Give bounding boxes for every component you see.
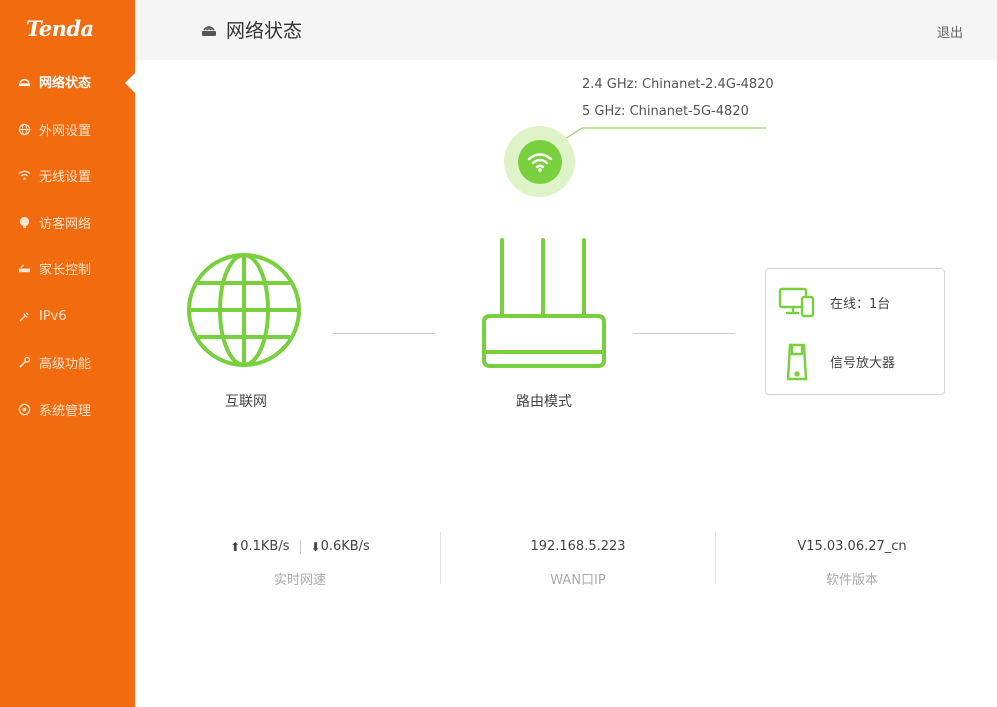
sidebar-item-guest-network[interactable]: 访客网络 [0, 207, 135, 237]
stat-divider [715, 532, 716, 584]
sidebar-item-wan-settings[interactable]: 外网设置 [0, 114, 135, 144]
connected-devices-panel[interactable]: 在线：1台 信号放大器 [765, 268, 945, 395]
router-mode-label: 路由模式 [516, 394, 572, 410]
sidebar-item-wireless[interactable]: 无线设置 [0, 160, 135, 190]
computer-phone-icon [778, 287, 815, 318]
internet-globe-icon [187, 253, 301, 367]
wan-ip-label: WAN口IP [550, 573, 606, 588]
guest-icon [18, 216, 31, 229]
speed-divider [299, 539, 301, 554]
sidebar-item-parental-control[interactable]: 家长控制 [0, 253, 135, 283]
ipv6-icon [18, 310, 31, 323]
signal-extender-icon [786, 343, 808, 381]
parental-control-icon [18, 262, 31, 275]
sidebar-item-ipv6[interactable]: IPv6 [0, 301, 135, 331]
sidebar-item-label: 无线设置 [39, 169, 92, 185]
logout-link[interactable]: 退出 [936, 26, 963, 41]
ssid-24ghz: 2.4 GHz: Chinanet-2.4G-4820 [582, 77, 774, 92]
ssid-5ghz: 5 GHz: Chinanet-5G-4820 [582, 104, 749, 119]
router-icon [202, 25, 216, 36]
sidebar-item-network-status[interactable]: 网络状态 [0, 66, 135, 96]
sidebar: Tenda 网络状态 外网设置 无线设置 访客网络 家长控制 I [0, 0, 135, 707]
sidebar-item-label: 网络状态 [39, 75, 92, 91]
system-icon [18, 403, 31, 416]
sidebar-item-label: 家长控制 [39, 262, 92, 278]
connection-line-internet [333, 333, 435, 334]
realtime-speed-values: ⬆ 0.1KB/s ⬇ 0.6KB/s [200, 539, 400, 554]
extender-label: 信号放大器 [830, 355, 896, 371]
wifi-icon [18, 169, 31, 182]
active-indicator [125, 73, 135, 93]
sidebar-item-label: 系统管理 [39, 403, 92, 419]
sidebar-item-label: 访客网络 [39, 216, 92, 232]
page-title-text: 网络状态 [226, 20, 303, 42]
sidebar-item-label: 高级功能 [39, 356, 92, 372]
connection-line-devices [633, 333, 735, 334]
sidebar-item-advanced[interactable]: 高级功能 [0, 347, 135, 377]
globe-icon [18, 123, 31, 136]
wifi-icon [517, 139, 562, 184]
header-bar: 网络状态 退出 [135, 0, 997, 60]
realtime-speed-label: 实时网速 [273, 573, 326, 588]
tools-icon [18, 356, 31, 369]
firmware-version-label: 软件版本 [825, 573, 878, 588]
stat-divider [440, 532, 441, 584]
firmware-version-value: V15.03.06.27_cn [797, 539, 907, 554]
router-device-icon [482, 238, 606, 368]
wifi-status-button[interactable] [504, 126, 575, 197]
sidebar-item-system[interactable]: 系统管理 [0, 394, 135, 424]
internet-label: 互联网 [225, 394, 267, 410]
sidebar-item-label: 外网设置 [39, 123, 92, 139]
upload-speed: 0.1KB/s [240, 539, 290, 554]
sidebar-item-label: IPv6 [39, 308, 67, 324]
download-speed: 0.6KB/s [320, 539, 370, 554]
page-title: 网络状态 [200, 16, 302, 43]
download-arrow-icon: ⬇ [310, 539, 321, 554]
wan-ip-value: 192.168.5.223 [530, 539, 626, 554]
online-devices-row[interactable]: 在线：1台 [778, 286, 890, 318]
online-count: 在线：1台 [830, 296, 891, 312]
tenda-logo: Tenda [26, 16, 94, 41]
upload-arrow-icon: ⬆ [230, 539, 241, 554]
extender-row[interactable]: 信号放大器 [778, 341, 895, 381]
network-status-icon [18, 75, 31, 88]
